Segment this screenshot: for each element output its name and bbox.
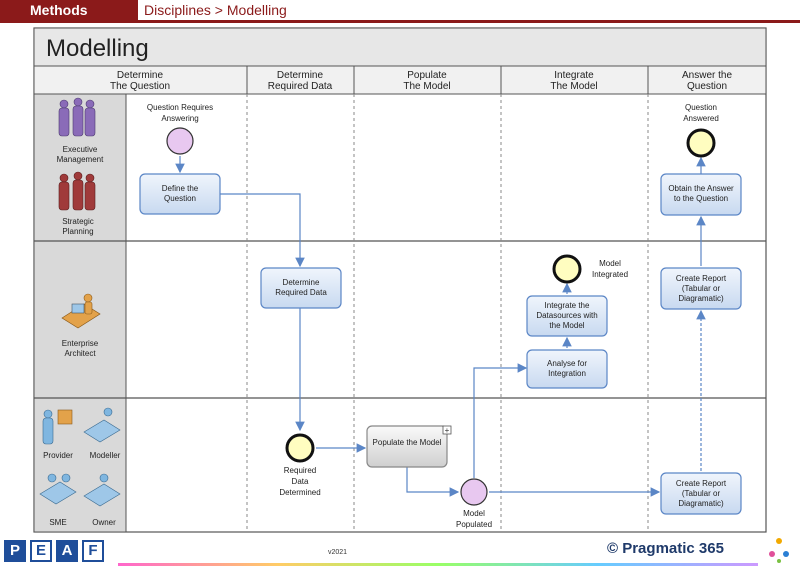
column-3-line2: The Model: [403, 81, 450, 92]
column-1-line1: Determine: [117, 70, 164, 81]
diagram-title: Modelling: [46, 35, 149, 62]
version-label: v2021: [328, 549, 348, 556]
task-integrate-line1: Integrate the: [545, 301, 590, 310]
task-integrate-line3: the Model: [549, 321, 584, 330]
event-question-requires-line1: Question Requires: [147, 103, 213, 112]
breadcrumb[interactable]: Disciplines > Modelling: [144, 2, 287, 18]
flow-populate-to-populated: [406, 467, 460, 497]
role-provider: Provider: [43, 451, 73, 460]
event-model-integrated-line2: Integrated: [592, 270, 628, 279]
header-rule: [0, 20, 800, 23]
task-det-req-line1: Determine: [283, 278, 320, 287]
role-ea-line2: Architect: [64, 349, 96, 358]
event-required-data-line2: Data: [292, 477, 309, 486]
task-analyse-for-integration[interactable]: [526, 349, 608, 389]
column-5-line2: Question: [687, 81, 727, 92]
subprocess-expand-icon[interactable]: [442, 425, 452, 435]
event-model-populated-line1: Model: [463, 509, 485, 518]
event-model-integrated-line1: Model: [599, 259, 621, 268]
executive-management-icon: [58, 97, 96, 137]
role-exec-line1: Executive: [63, 145, 98, 154]
column-4-line1: Integrate: [554, 70, 594, 81]
column-1-line2: The Question: [110, 81, 170, 92]
flow-define-to-determine: [220, 193, 305, 268]
modeller-icon: [83, 407, 121, 443]
end-event-model-integrated[interactable]: [552, 254, 582, 284]
task-obtain-line1: Obtain the Answer: [668, 184, 734, 193]
task-create-report-sme[interactable]: [660, 472, 742, 515]
task-define-question[interactable]: [139, 173, 221, 215]
enterprise-architect-icon: [61, 293, 101, 329]
column-2-line1: Determine: [277, 70, 324, 81]
start-event-question-requires[interactable]: [166, 127, 194, 155]
peaf-logo: P E A F: [4, 540, 104, 562]
end-event-question-answered[interactable]: [686, 128, 716, 158]
event-question-answered-line2: Answered: [683, 114, 719, 123]
subprocess-populate-model[interactable]: [366, 425, 448, 468]
task-integrate-datasources[interactable]: [526, 295, 608, 337]
column-dividers: [246, 94, 649, 532]
task-report-a-line1: Create Report: [676, 274, 727, 283]
section-tag: Methods: [0, 0, 138, 20]
column-3-line1: Populate: [407, 70, 447, 81]
event-question-requires-line2: Answering: [161, 114, 198, 123]
event-required-data-line3: Determined: [279, 488, 320, 497]
role-strat-line1: Strategic: [62, 217, 94, 226]
event-model-populated[interactable]: [460, 478, 488, 506]
task-obtain-line2: to the Question: [674, 194, 728, 203]
task-create-report-ea[interactable]: [660, 267, 742, 310]
task-define-line1: Define the: [162, 184, 199, 193]
event-required-data-line1: Required: [284, 466, 316, 475]
role-exec-line2: Management: [57, 155, 104, 164]
subprocess-expand-plus: +: [445, 426, 450, 435]
task-integrate-line2: Datasources with: [536, 311, 597, 320]
strategic-planning-icon: [58, 171, 96, 211]
task-report-a-line3: Diagramatic): [678, 294, 724, 303]
task-report-b-line2: (Tabular or: [682, 489, 721, 498]
event-required-data-determined[interactable]: [285, 433, 315, 463]
logo-letter-p: P: [4, 540, 26, 562]
logo-letter-e: E: [30, 540, 52, 562]
footer-rainbow-rule: [118, 563, 758, 566]
task-populate-label: Populate the Model: [373, 438, 442, 447]
task-report-a-line2: (Tabular or: [682, 284, 721, 293]
brand-dots-icon: [769, 538, 789, 563]
flow-populated-to-analyse: [473, 363, 528, 478]
role-sme: SME: [49, 518, 66, 527]
role-owner: Owner: [92, 518, 116, 527]
event-model-populated-line2: Populated: [456, 520, 492, 529]
role-ea-line1: Enterprise: [62, 339, 99, 348]
role-strat-line2: Planning: [62, 227, 93, 236]
provider-icon: [42, 409, 73, 445]
logo-letter-f: F: [82, 540, 104, 562]
sme-icon: [39, 473, 77, 505]
column-header-row: [33, 65, 767, 95]
role-modeller: Modeller: [90, 451, 121, 460]
logo-letter-a: A: [56, 540, 78, 562]
owner-icon: [83, 473, 121, 507]
task-obtain-answer[interactable]: [660, 173, 742, 216]
pragmatic-brand: © Pragmatic 365: [607, 540, 724, 557]
top-bar: Methods Disciplines > Modelling: [0, 0, 800, 23]
task-analyse-line1: Analyse for: [547, 359, 587, 368]
sequence-flows: [175, 156, 706, 497]
task-report-b-line3: Diagramatic): [678, 499, 724, 508]
task-report-b-line1: Create Report: [676, 479, 727, 488]
task-define-line2: Question: [164, 194, 196, 203]
event-question-answered-line1: Question: [685, 103, 717, 112]
task-analyse-line2: Integration: [548, 369, 586, 378]
task-det-req-line2: Required Data: [275, 288, 327, 297]
task-determine-required-data[interactable]: [260, 267, 342, 309]
column-5-line1: Answer the: [682, 70, 732, 81]
column-2-line2: Required Data: [268, 81, 333, 92]
column-4-line2: The Model: [550, 81, 597, 92]
